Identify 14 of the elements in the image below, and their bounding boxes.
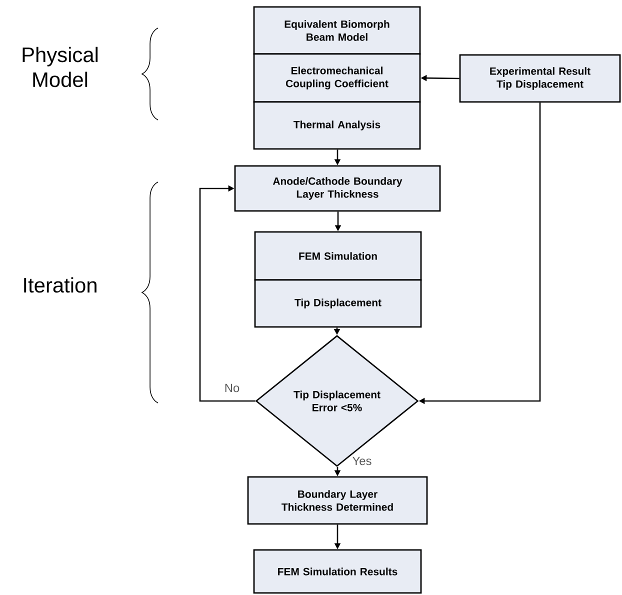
process-box: FEM Simulation Results	[253, 549, 422, 594]
side-label: Iteration	[24, 277, 96, 293]
process-box: Electromechanical Coupling Coefficient	[253, 53, 421, 103]
process-box: FEM Simulation	[254, 231, 422, 281]
process-box: Tip Displacement	[254, 279, 422, 328]
arrow	[199, 185, 256, 402]
process-box: Equivalent Biomorph Beam Model	[253, 6, 421, 55]
edge-label: Yes	[351, 456, 373, 466]
process-box: Anode/Cathode Boundary Layer Thickness	[234, 165, 441, 212]
process-box: Thermal Analysis	[253, 101, 421, 150]
process-box: Boundary Layer Thickness Determined	[247, 476, 428, 525]
edge-label: No	[223, 382, 241, 394]
process-box: Experimental Result Tip Displacement	[459, 54, 621, 103]
side-label: Physical Model	[22, 46, 98, 88]
